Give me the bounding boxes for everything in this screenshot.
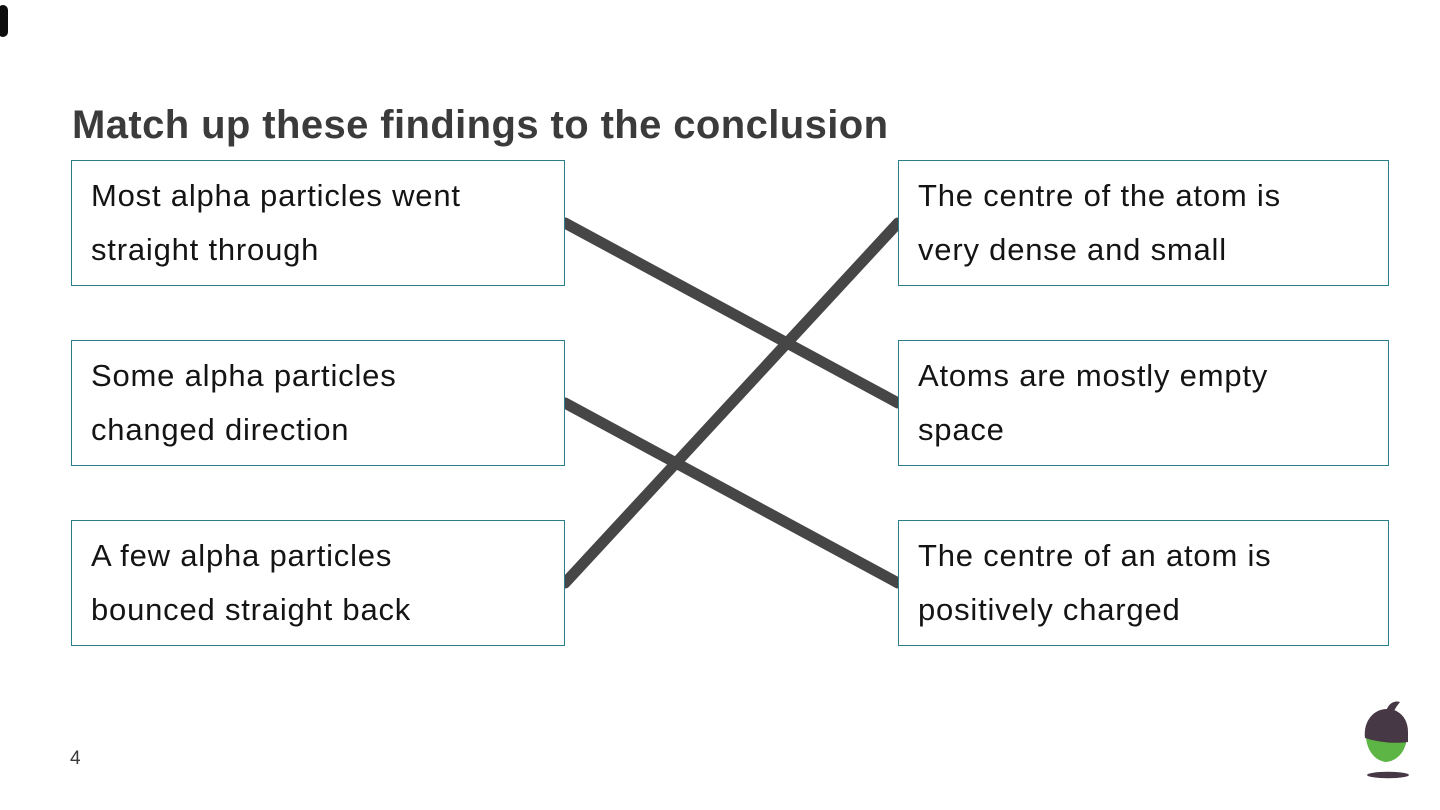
- oak-acorn-logo: [1364, 701, 1409, 779]
- match-line: [559, 217, 904, 589]
- conclusion-text: The centre of the atom is very dense and…: [918, 178, 1281, 267]
- conclusion-box-empty-space[interactable]: Atoms are mostly empty space: [898, 340, 1389, 466]
- page-number: 4: [70, 748, 81, 769]
- finding-box-few-particles[interactable]: A few alpha particles bounced straight b…: [71, 520, 565, 646]
- acorn-cap: [1364, 709, 1408, 743]
- match-line: [559, 397, 904, 589]
- match-line: [559, 217, 904, 409]
- finding-text: Some alpha particles changed direction: [91, 358, 397, 447]
- finding-text: A few alpha particles bounced straight b…: [91, 538, 412, 627]
- top-left-edge-marker: [0, 5, 8, 37]
- conclusion-text: The centre of an atom is positively char…: [918, 538, 1272, 627]
- finding-box-most-particles[interactable]: Most alpha particles went straight throu…: [71, 160, 565, 286]
- finding-box-some-particles[interactable]: Some alpha particles changed direction: [71, 340, 565, 466]
- acorn-shadow: [1367, 771, 1409, 779]
- slide-title: Match up these findings to the conclusio…: [72, 102, 889, 147]
- conclusion-box-positive-centre[interactable]: The centre of an atom is positively char…: [898, 520, 1389, 646]
- conclusion-box-dense-centre[interactable]: The centre of the atom is very dense and…: [898, 160, 1389, 286]
- finding-text: Most alpha particles went straight throu…: [91, 178, 461, 267]
- conclusion-text: Atoms are mostly empty space: [918, 358, 1269, 447]
- acorn-stem: [1386, 701, 1400, 716]
